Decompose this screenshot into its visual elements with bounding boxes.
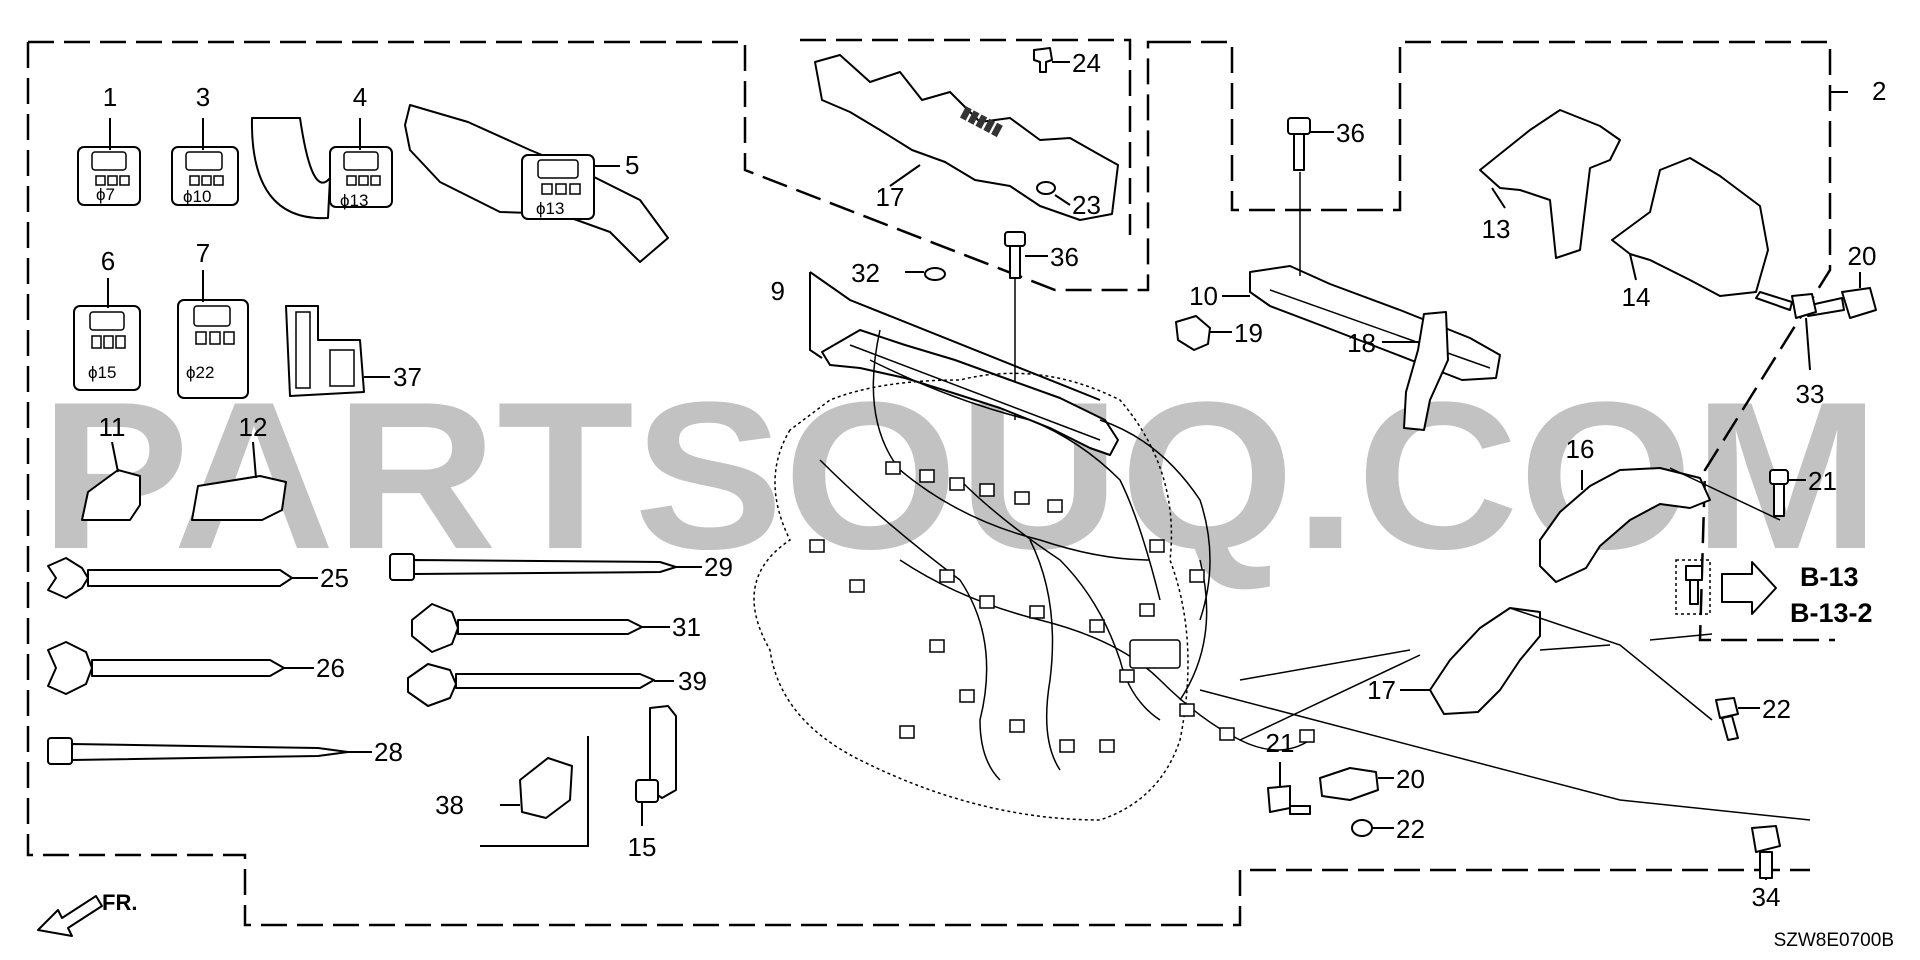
callout-28: 25 [320,563,349,593]
cable-tie-part-31 [47,737,372,765]
grommet-part-6 [73,278,141,391]
bolt-part-36-upper [1287,117,1334,171]
callout-39: 39 [678,666,707,696]
grommet-part-3 [171,118,239,206]
callout-18: 18 [1347,328,1376,358]
callout-31: 28 [374,737,403,767]
cable-tie-part-32 [389,553,702,581]
callout-3: 3 [196,82,210,112]
bracket-part-18 [1382,311,1449,431]
group-border-main [26,40,1835,927]
cable-tie-part-28 [47,557,318,599]
callout-4: 4 [353,82,367,112]
nut-part-22 [1351,819,1394,837]
bolt-part-26 [1033,47,1070,73]
diagram-code: SZW8E0700B [1774,930,1894,951]
reference-link[interactable]: B-13 B-13-2 [1675,559,1873,628]
group-border-cover [800,38,1132,235]
grommet-part-8 [177,270,249,399]
diameter-label-1: ϕ7 [96,185,115,204]
bolt-part-24-lower [1715,697,1760,741]
nut-part-25 [1036,181,1071,206]
sensor-part-20 [1319,767,1394,801]
bracket-part-17 [1239,607,1713,721]
callout-32: 29 [704,552,733,582]
bolt-part-35-lower [1751,825,1781,880]
harness-cover-part-37 [285,305,390,397]
callout-20: 20 [1396,764,1425,794]
callout-12: 12 [239,412,268,442]
callout-6: 6 [101,246,115,276]
callout-34: 32 [851,258,880,288]
reference-b-13-2[interactable]: B-13-2 [1790,598,1873,628]
callout-11: 11 [99,412,126,442]
callout-16: 16 [1566,434,1595,464]
callout-29: 26 [316,653,345,683]
grommet-part-5 [404,104,669,263]
bracket-part-13 [1479,109,1621,259]
callout-13: 13 [1482,214,1511,244]
cable-tie-part-33 [411,603,670,653]
callout-36-center: 36 [1050,242,1079,272]
callout-10: 10 [1189,281,1218,311]
clamp-part-12 [191,441,287,521]
clip-part-38 [480,736,589,847]
callout-25: 23 [1072,190,1101,220]
bolt-part-24-upper [1769,469,1806,517]
diameter-label-6: ϕ15 [88,363,116,382]
callout-35-lower: 34 [1752,882,1781,912]
grommet-part-1 [77,118,141,206]
callout-5: 5 [625,150,639,180]
nut-part-34 [905,267,946,281]
front-direction-arrow: FR. [37,890,137,937]
cable-tie-part-39 [407,663,674,707]
clamp-part-11 [81,441,141,521]
diameter-label-5: ϕ13 [536,199,564,218]
callout-8: 7 [196,238,210,268]
callout-1: 1 [103,82,117,112]
clip-part-19 [1175,315,1232,351]
diameter-label-8: ϕ22 [186,363,214,382]
grommet-part-4 [250,117,393,220]
callout-26: 24 [1072,48,1101,78]
engine-wire-harness [753,329,1811,821]
callout-17: 17 [1367,675,1396,705]
callout-36-upper: 36 [1336,118,1365,148]
bracket-part-15 [635,705,677,826]
callout-9: 9 [771,276,785,306]
callout-15: 15 [628,832,657,862]
bolt-part-35-upper [1755,291,1817,371]
bracket-part-14 [1611,157,1769,297]
cable-tie-part-29 [47,641,314,695]
callout-24-lower: 22 [1762,694,1791,724]
callout-23: 20 [1848,241,1877,271]
callout-19: 19 [1234,318,1263,348]
washer-part-21 [1267,762,1311,815]
harness-holder-part-9 [809,271,1119,456]
bracket-part-16 [1539,467,1781,583]
callout-24-upper: 21 [1808,466,1837,496]
callout-33: 31 [672,612,701,642]
callout-38: 38 [435,790,464,820]
reference-b-13[interactable]: B-13 [1800,562,1859,592]
callout-2: 2 [1872,76,1886,106]
diameter-label-4: ϕ13 [340,191,368,210]
callout-7: 17 [876,182,905,212]
callout-37: 37 [393,362,422,392]
callout-14: 14 [1622,282,1651,312]
callout-22: 22 [1396,814,1425,844]
callout-21: 21 [1266,728,1295,758]
front-label: FR. [102,890,137,915]
callout-35-upper: 33 [1796,379,1825,409]
diameter-label-3: ϕ10 [183,187,211,206]
